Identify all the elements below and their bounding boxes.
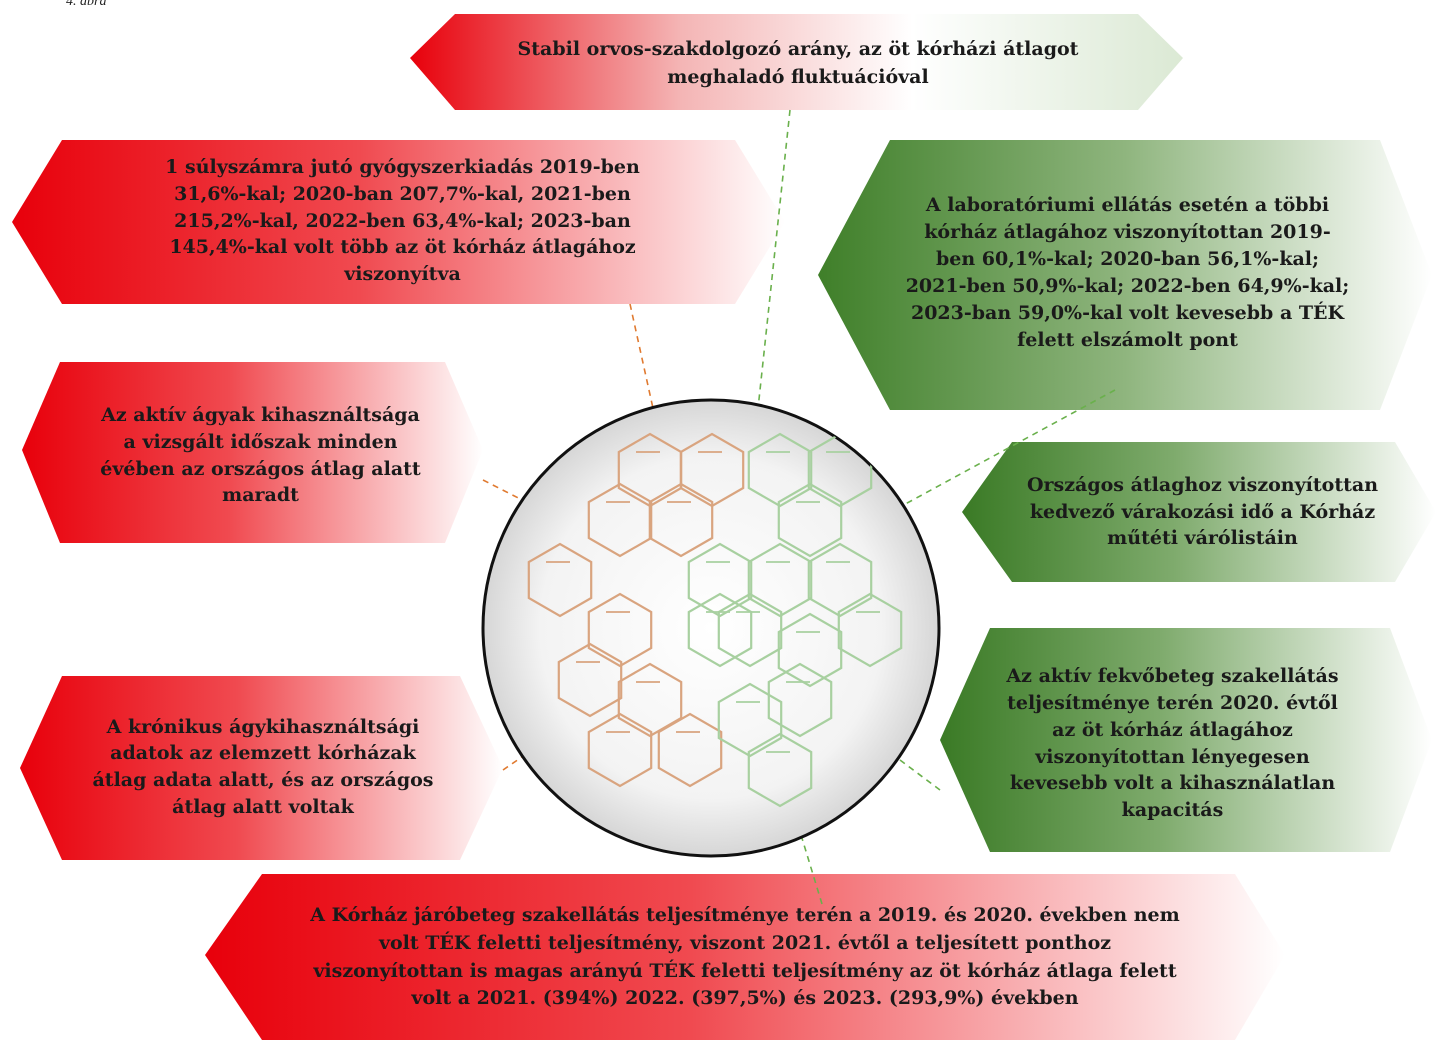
box-green-2 [962, 442, 1436, 582]
hexagon-ring [687, 592, 753, 668]
box-bottom-center-text: A Kórház járóbeteg szakellátás teljesítm… [310, 904, 1180, 1010]
hexagon-ring [717, 682, 783, 758]
hexagon-ring [657, 712, 723, 788]
box-green-1 [818, 140, 1432, 410]
box-green-1-text: A laboratóriumi ellátás esetén a többi k… [905, 193, 1350, 352]
box-top-center-text: Stabil orvos-szakdolgozó arány, az öt kó… [517, 38, 1079, 88]
hexagon-ring [587, 592, 653, 668]
box-red-2-text: Az aktív ágyak kihasználtsága a vizsgált… [100, 404, 421, 507]
center-circle [481, 398, 941, 858]
hexagon-ring [527, 542, 593, 618]
hexagon-ring [837, 592, 903, 668]
hexagon-ring [747, 432, 813, 508]
hexagon-ring [687, 542, 753, 618]
box-red-3 [20, 676, 503, 860]
box-green-3 [940, 628, 1432, 852]
box-red-2 [22, 362, 483, 543]
hexagon-ring [767, 662, 833, 738]
hexagon-ring [617, 662, 683, 738]
box-green-2-text: Országos átlaghoz viszonyítottan kedvező… [1026, 474, 1379, 550]
figure-label: 4. ábra [66, 0, 107, 9]
box-red-1 [12, 140, 785, 304]
hexagon-cluster [527, 432, 903, 808]
box-top-center [410, 14, 1183, 110]
hexagon-ring [648, 482, 714, 558]
connector-red-1 [629, 303, 661, 441]
hexagon-ring [777, 612, 843, 688]
box-green-3-text: Az aktív fekvőbeteg szakellátás teljesít… [1006, 664, 1339, 822]
hexagon-ring [557, 642, 623, 718]
hexagon-ring [747, 542, 813, 618]
hexagon-ring [777, 482, 843, 558]
box-red-1-text: 1 súlyszámra jutó gyógyszerkiadás 2019-b… [165, 155, 640, 286]
box-red-3-text: A krónikus ágykihasználtsági adatok az e… [92, 715, 434, 818]
hexagon-ring [747, 732, 813, 808]
hexagon-ring [587, 712, 653, 788]
hexagon-ring [807, 542, 873, 618]
box-bottom-center [205, 874, 1285, 1040]
